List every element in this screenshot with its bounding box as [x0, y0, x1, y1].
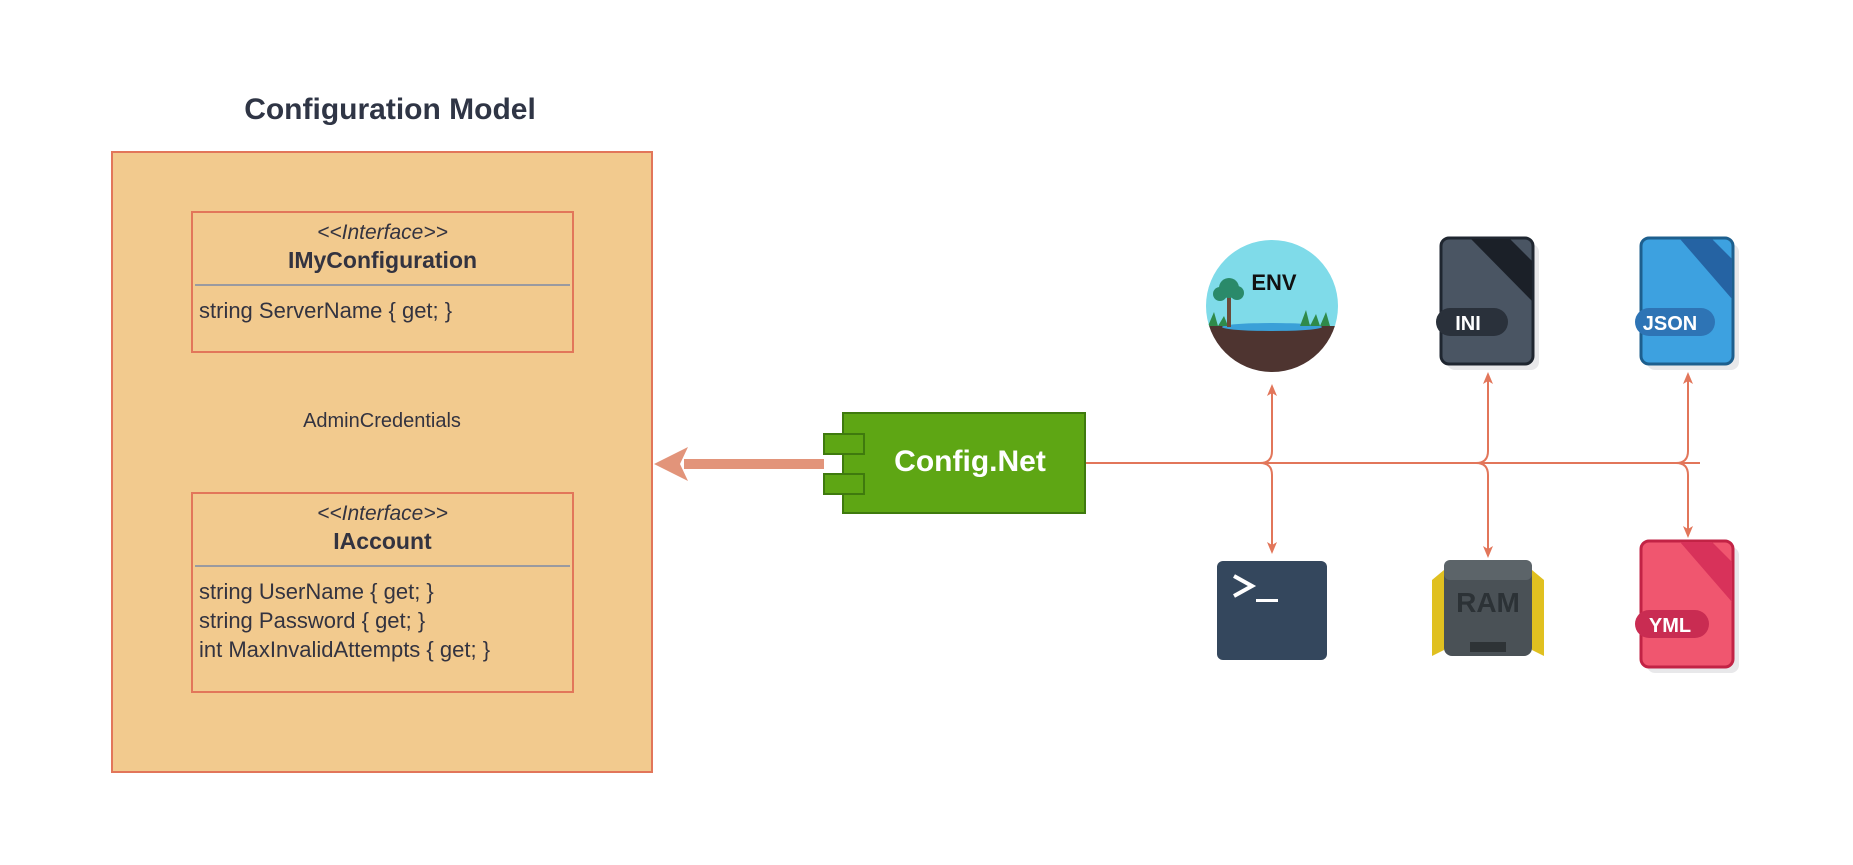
model-title: Configuration Model [244, 93, 536, 126]
interface-stereotype: <<Interface>> [317, 221, 448, 244]
env-icon: ENV [1206, 240, 1338, 372]
interface-member: string UserName { get; } [199, 579, 434, 604]
interface-stereotype: <<Interface>> [317, 502, 448, 525]
interface-member: int MaxInvalidAttempts { get; } [199, 637, 491, 662]
aggregation-label: AdminCredentials [303, 410, 461, 432]
ini-icon: INI [1436, 236, 1539, 370]
interface-imyconfiguration: <<Interface>> IMyConfiguration string Se… [191, 211, 574, 353]
ram-icon: RAM [1432, 560, 1544, 656]
json-label: JSON [1643, 313, 1697, 335]
interface-divider [195, 565, 570, 567]
interface-member: string ServerName { get; } [199, 298, 453, 323]
yml-label: YML [1649, 615, 1691, 637]
interface-member: string Password { get; } [199, 608, 426, 633]
config-net-component [823, 412, 1086, 514]
component-to-model-arrow [654, 447, 824, 481]
interface-name: IMyConfiguration [287, 247, 478, 273]
json-icon: JSON [1635, 236, 1739, 370]
interface-name: IAccount [333, 528, 432, 554]
yml-icon: YML [1635, 539, 1739, 673]
ram-label: RAM [1456, 587, 1520, 618]
terminal-icon [1217, 561, 1327, 660]
configuration-model-box [111, 151, 653, 773]
interface-members: string UserName { get; } string Password… [193, 567, 572, 664]
env-label: ENV [1251, 270, 1297, 295]
interface-divider [195, 284, 570, 286]
interface-members: string ServerName { get; } [193, 286, 572, 325]
ini-label: INI [1455, 313, 1481, 335]
interface-iaccount: <<Interface>> IAccount string UserName {… [191, 492, 574, 693]
config-net-label: Config.Net [894, 445, 1046, 478]
source-connectors [1085, 372, 1700, 558]
